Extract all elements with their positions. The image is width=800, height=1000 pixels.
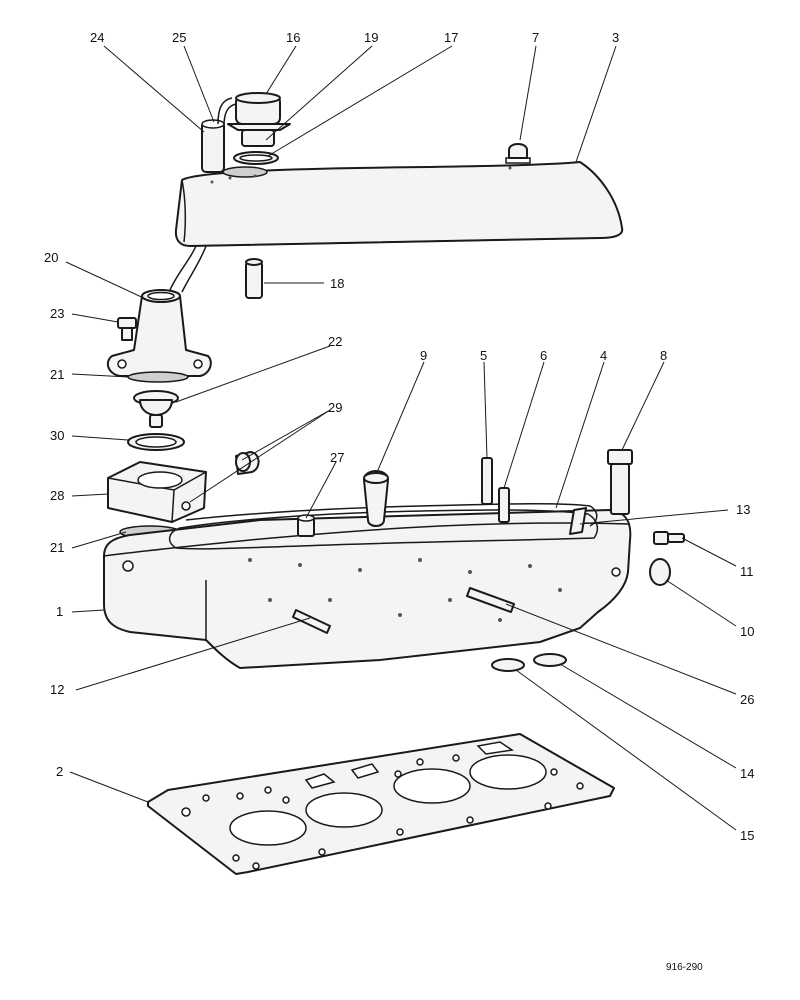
callout-10: 10 (740, 624, 754, 639)
thermostat-housing (106, 289, 212, 377)
adaptor-plug (235, 451, 260, 475)
callout-16: 16 (286, 30, 300, 45)
seal-ring-15 (491, 658, 525, 672)
seal-ring-14 (533, 653, 567, 667)
callout-28: 28 (50, 488, 64, 503)
callout-5: 5 (480, 348, 487, 363)
drawing-reference: 916-290 (666, 962, 703, 973)
plug-screw (653, 531, 685, 545)
leader-lines (65, 45, 737, 831)
callout-1: 1 (56, 604, 63, 619)
thermostat-adaptor (107, 461, 207, 523)
callout-22: 22 (328, 334, 342, 349)
breather-valve (227, 92, 291, 147)
cylinder-head (103, 509, 632, 669)
head-gasket (147, 733, 615, 875)
callout-27: 27 (330, 450, 344, 465)
callout-2: 2 (56, 764, 63, 779)
callout-6: 6 (540, 348, 547, 363)
bore-4 (469, 754, 547, 790)
callout-4: 4 (600, 348, 607, 363)
housing-gasket-upper (127, 371, 189, 383)
core-plug (649, 558, 671, 586)
callout-25: 25 (172, 30, 186, 45)
callout-labels: 24 25 16 19 17 7 3 20 23 18 21 22 29 30 … (44, 30, 754, 973)
cap-nut (505, 143, 531, 164)
callout-8: 8 (660, 348, 667, 363)
rocker-cover-gasket (185, 502, 598, 527)
callout-20: 20 (44, 250, 58, 265)
bore-3 (393, 768, 471, 804)
bore-1 (229, 810, 307, 846)
callout-18: 18 (330, 276, 344, 291)
cover-dowel (245, 258, 263, 299)
stud-13 (569, 507, 587, 535)
stud-6 (498, 487, 510, 523)
bore-2 (305, 792, 383, 828)
callout-7: 7 (532, 30, 539, 45)
callout-26: 26 (740, 692, 754, 707)
callout-30: 30 (50, 428, 64, 443)
stud-12 (292, 609, 331, 634)
callout-21-lower: 21 (50, 540, 64, 555)
thermostat (133, 390, 179, 428)
callout-29: 29 (328, 400, 342, 415)
valve-guide-9 (363, 470, 389, 527)
callout-13: 13 (736, 502, 750, 517)
callout-15: 15 (740, 828, 754, 843)
breather-boss (222, 166, 268, 178)
callout-3: 3 (612, 30, 619, 45)
bolt-8 (607, 449, 633, 515)
rocker-cover (174, 161, 624, 247)
dowel-27 (297, 514, 315, 537)
breather-hose (169, 97, 237, 293)
stud-5 (481, 457, 493, 505)
callout-9: 9 (420, 348, 427, 363)
callout-21-upper: 21 (50, 367, 64, 382)
callout-12: 12 (50, 682, 64, 697)
callout-11: 11 (740, 564, 754, 579)
callout-23: 23 (50, 306, 64, 321)
callout-14: 14 (740, 766, 754, 781)
callout-24: 24 (90, 30, 104, 45)
callout-19: 19 (364, 30, 378, 45)
housing-bolt (117, 317, 137, 341)
stud-26 (466, 587, 515, 613)
callout-17: 17 (444, 30, 458, 45)
